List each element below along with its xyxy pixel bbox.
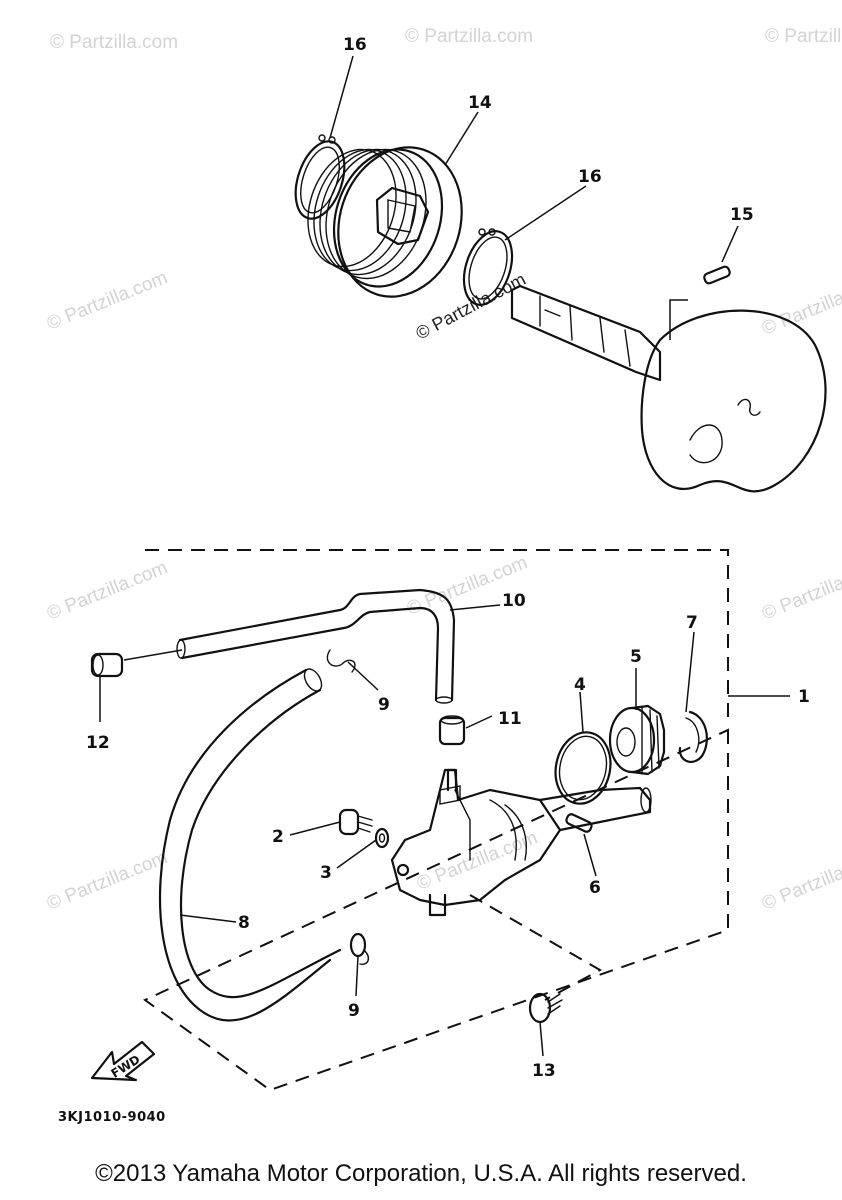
- callout-5: 5: [630, 647, 642, 667]
- callout-2: 2: [272, 827, 284, 847]
- callout-9: 9: [378, 695, 390, 715]
- circlip-7: [678, 710, 708, 764]
- watermark: © Partzilla.com: [44, 267, 171, 334]
- watermark: © Partzilla.com: [44, 557, 171, 624]
- gear-5: [608, 704, 666, 776]
- callout-leaders: [99, 55, 739, 1057]
- callout-8: 8: [238, 913, 250, 933]
- oil-pump-body: [390, 768, 652, 917]
- callout-16: 16: [343, 35, 367, 55]
- watermark: © Partzilla.com: [44, 847, 171, 914]
- washer-3: [374, 827, 390, 849]
- fwd-arrow-icon: FWD: [90, 1040, 156, 1082]
- pulley-14: [307, 146, 463, 298]
- watermark: © Partzilla.com: [759, 557, 842, 624]
- screw-2: [338, 808, 373, 836]
- o-ring-4: [554, 731, 612, 805]
- callout-labels: 16 14 16 15 10 7 5 4 1 9 11 12 2 3 6 8 9…: [86, 35, 810, 1081]
- copyright-notice: ©2013 Yamaha Motor Corporation, U.S.A. A…: [95, 1160, 747, 1187]
- pin-15: [703, 265, 731, 285]
- watermark: © Partzilla.com: [414, 827, 541, 894]
- watermark: © Partzilla.com: [405, 26, 533, 47]
- clip-9-lower: [349, 932, 370, 965]
- callout-3: 3: [320, 863, 332, 883]
- callout-11: 11: [498, 709, 522, 729]
- watermark: © Partzilla.com: [50, 32, 178, 53]
- callout-16: 16: [578, 167, 602, 187]
- callout-4: 4: [574, 675, 586, 695]
- watermark: © Partzilla.com: [759, 847, 842, 914]
- assembly-1-boundary: [143, 549, 729, 1092]
- callout-14: 14: [468, 93, 492, 113]
- callout-12: 12: [86, 733, 110, 753]
- drawing-code: 3KJ1010-9040: [58, 1110, 166, 1125]
- crankshaft: [510, 284, 827, 493]
- callout-7: 7: [686, 613, 698, 633]
- watermark: © Partzilla.com: [765, 26, 842, 47]
- circlip-16-left: [294, 134, 346, 220]
- pin-6: [565, 813, 593, 833]
- pipe-10: [176, 588, 456, 704]
- callout-1: 1: [798, 687, 810, 707]
- callout-6: 6: [589, 878, 601, 898]
- callout-9: 9: [348, 1001, 360, 1021]
- circlip-16-right: [462, 228, 514, 306]
- cap-12: [90, 652, 124, 678]
- collar-11: [438, 715, 466, 746]
- hose-8: [158, 668, 342, 1022]
- callout-13: 13: [532, 1061, 556, 1081]
- callout-15: 15: [730, 205, 754, 225]
- clip-9-upper: [326, 649, 356, 673]
- screw-13-guide: [469, 894, 603, 1001]
- callout-10: 10: [502, 591, 526, 611]
